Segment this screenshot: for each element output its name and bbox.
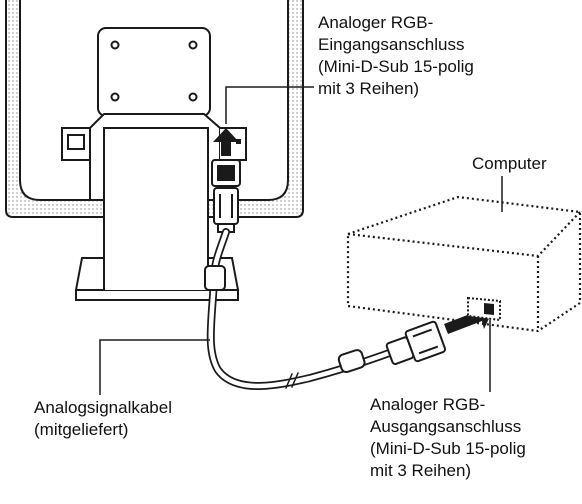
monitor-stand: [61, 113, 247, 301]
cable-label-leader: [99, 339, 210, 395]
analog-signal-cable: [204, 228, 396, 390]
computer-label-text: Computer: [472, 154, 547, 173]
output-port-label-line-1: Analoger RGB-: [370, 395, 486, 414]
input-port-label-line-1: Analoger RGB-: [318, 13, 434, 32]
stand-mount-plate: [97, 27, 211, 117]
output-port-label-line-2: Ausgangsanschluss: [370, 417, 522, 436]
monitor-cable-plug: [213, 187, 239, 233]
computer-cable-plug: [385, 320, 447, 365]
insert-arrow-up-icon: [213, 128, 239, 156]
output-port-label-line-3: (Mini-D-Sub 15-polig: [370, 439, 526, 458]
input-label-leader: [225, 86, 314, 124]
monitor-rgb-input-port: [211, 159, 241, 187]
input-port-label-line-4: mit 3 Reihen): [318, 79, 420, 98]
output-port-label: Analoger RGB- Ausgangsanschluss (Mini-D-…: [370, 394, 526, 482]
cable-label: Analogsignalkabel (mitgeliefert): [34, 397, 172, 441]
computer-label: Computer: [472, 153, 547, 175]
input-port-label-line-2: Eingangsanschluss: [318, 35, 465, 54]
cable-label-line-1: Analogsignalkabel: [34, 398, 172, 417]
output-port-label-line-4: mit 3 Reihen): [370, 461, 472, 480]
input-port-label-line-3: (Mini-D-Sub 15-polig: [318, 57, 474, 76]
computer-rgb-output-port: [467, 296, 501, 322]
cable-label-line-2: (mitgeliefert): [34, 420, 129, 439]
input-port-label: Analoger RGB- Eingangsanschluss (Mini-D-…: [318, 12, 474, 100]
computer-box: [346, 195, 582, 333]
